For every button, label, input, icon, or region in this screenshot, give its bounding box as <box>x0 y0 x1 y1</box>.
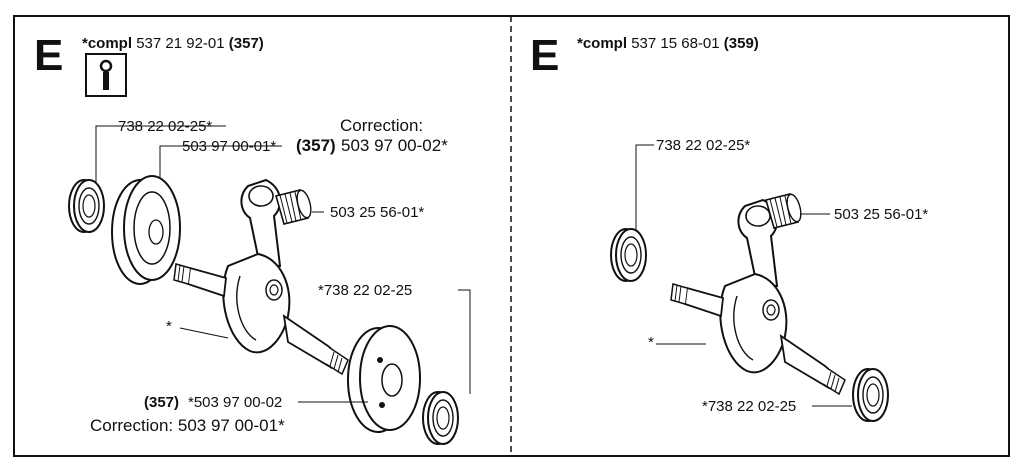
label-bottom-correction: Correction: 503 97 00-01* <box>90 416 285 435</box>
crankshaft-left <box>173 179 349 375</box>
section-letter-right: E <box>530 31 560 80</box>
assembly-header-left: *compl 537 21 92-01 (357) <box>82 35 264 52</box>
info-icon-box <box>85 53 127 97</box>
label-bearing-top-left: 738 22 02-25* <box>118 118 213 135</box>
label-crankshaft-left: * <box>166 318 172 335</box>
label-bearing-top-right: 738 22 02-25* <box>656 137 751 154</box>
leader-lines-left <box>95 125 471 403</box>
assembly-ref: (359) <box>723 35 759 52</box>
label-flywheel-ref: (357) <box>296 136 336 155</box>
label-flywheel-correction: 503 97 00-02* <box>341 136 448 155</box>
label-correction-title: Correction: <box>340 116 424 135</box>
flywheel-half-upper <box>111 175 181 285</box>
assembly-ref: (357) <box>228 35 264 52</box>
assembly-header-right: *compl 537 15 68-01 (359) <box>577 35 759 52</box>
label-crankshaft-right: * <box>648 334 654 351</box>
compl-prefix: *compl <box>82 35 133 52</box>
ball-bearing-left-top <box>68 179 105 233</box>
compl-prefix: *compl <box>577 35 628 52</box>
crankshaft-right <box>670 199 846 395</box>
ball-bearing-left-bottom <box>422 391 459 445</box>
label-needle-bearing-right: 503 25 56-01* <box>834 206 929 223</box>
assembly-part-number: 537 15 68-01 <box>631 35 720 52</box>
label-half-ref: (357) <box>144 394 180 411</box>
label-bearing-bottom-right: *738 22 02-25 <box>702 398 797 415</box>
label-flywheel-part: 503 97 00-01* <box>182 138 277 155</box>
label-needle-bearing-left: 503 25 56-01* <box>330 204 425 221</box>
assembly-part-number: 537 21 92-01 <box>136 35 225 52</box>
section-letter-left: E <box>34 31 64 80</box>
flywheel-half-lower <box>347 325 421 433</box>
leader-lines-right <box>635 144 852 407</box>
label-half-part: *503 97 00-02 <box>188 394 283 411</box>
ball-bearing-right-bottom <box>852 368 889 422</box>
needle-bearing-left <box>275 188 315 225</box>
ball-bearing-right-top <box>610 228 647 282</box>
label-bearing-bottom-left: *738 22 02-25 <box>318 282 413 299</box>
